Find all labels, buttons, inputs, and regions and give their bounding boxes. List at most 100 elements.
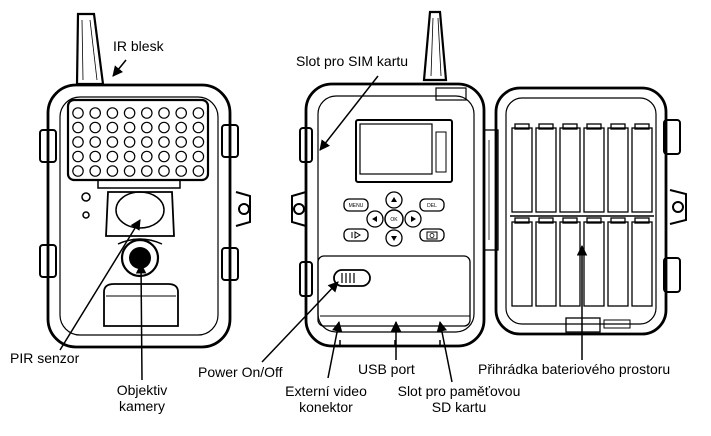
battery-contact bbox=[634, 123, 650, 130]
pir-lens bbox=[115, 191, 165, 229]
lower-panel bbox=[103, 283, 179, 327]
ir-led-icon bbox=[123, 136, 136, 148]
ir-led-icon bbox=[89, 107, 101, 119]
ir-led-icon bbox=[123, 121, 136, 134]
dpad-left bbox=[366, 210, 384, 228]
battery-slot bbox=[559, 127, 581, 213]
ir-led-icon bbox=[106, 136, 119, 148]
dpad-down bbox=[385, 229, 403, 247]
label-video-connector-line1: Externí video bbox=[285, 383, 367, 399]
menu-button-label: MENU bbox=[349, 203, 364, 209]
ir-led-icon bbox=[141, 136, 153, 148]
label-power-switch: Power On/Off bbox=[198, 364, 283, 380]
camera-body-middle bbox=[304, 82, 486, 348]
ir-led-icon bbox=[175, 165, 187, 177]
battery-contact bbox=[514, 123, 530, 130]
label-sd-slot: Slot pro paměťovou SD kartu bbox=[388, 383, 530, 415]
pir-window bbox=[105, 191, 175, 237]
ir-led-icon bbox=[89, 136, 101, 148]
battery-slot bbox=[583, 221, 605, 307]
battery-slot bbox=[511, 221, 533, 307]
ir-led-icon bbox=[192, 121, 205, 134]
label-camera-lens-line2: kamery bbox=[119, 398, 165, 414]
ok-button-label: OK bbox=[390, 217, 398, 223]
ir-led-icon bbox=[192, 107, 205, 119]
battery-contact bbox=[634, 217, 650, 224]
ir-led-icon bbox=[158, 150, 170, 163]
label-video-connector-line2: konektor bbox=[299, 399, 353, 415]
battery-contact bbox=[586, 217, 602, 224]
camera-lens bbox=[120, 238, 160, 278]
battery-contact bbox=[514, 217, 530, 224]
annotation-arrows bbox=[59, 59, 588, 383]
battery-slot bbox=[583, 127, 605, 213]
label-sd-slot-line1: Slot pro paměťovou bbox=[397, 383, 521, 399]
ir-led-icon bbox=[123, 107, 136, 119]
mount-tab-right bbox=[669, 189, 687, 225]
ir-led-icon bbox=[89, 150, 101, 163]
ir-led-icon bbox=[158, 136, 170, 148]
ir-led-icon bbox=[141, 165, 153, 177]
ir-leds bbox=[72, 107, 205, 177]
camera-button bbox=[419, 228, 445, 242]
battery-door bbox=[483, 86, 687, 336]
battery-contact bbox=[562, 123, 578, 130]
battery-contact bbox=[610, 123, 626, 130]
ir-led-icon bbox=[72, 107, 84, 119]
label-ir-flash: IR blesk bbox=[113, 38, 164, 54]
ir-led-icon bbox=[89, 121, 101, 134]
ir-led-icon bbox=[106, 107, 119, 119]
camera-body-front bbox=[46, 83, 232, 349]
del-button bbox=[419, 198, 445, 212]
label-video-connector: Externí video konektor bbox=[270, 383, 382, 415]
label-usb-port: USB port bbox=[358, 361, 415, 377]
battery-contact bbox=[538, 217, 554, 224]
ir-led-icon bbox=[141, 150, 153, 163]
antenna-middle bbox=[422, 10, 448, 82]
label-camera-lens: Objektiv kamery bbox=[102, 382, 182, 414]
play-button bbox=[343, 228, 369, 242]
battery-slot bbox=[535, 221, 557, 307]
battery-slots bbox=[511, 123, 653, 307]
lcd-screen bbox=[355, 119, 453, 183]
battery-contact bbox=[562, 217, 578, 224]
ir-led-icon bbox=[141, 121, 153, 134]
ir-led-icon bbox=[106, 150, 119, 163]
label-pir-sensor: PIR senzor bbox=[10, 350, 80, 366]
ir-led-icon bbox=[175, 150, 187, 163]
camera-open-door bbox=[291, 10, 486, 348]
ir-led-icon bbox=[158, 107, 170, 119]
battery-slot bbox=[559, 221, 581, 307]
ir-led-panel bbox=[66, 98, 210, 182]
ir-led-icon bbox=[175, 121, 187, 134]
battery-slot bbox=[511, 127, 533, 213]
dpad-up bbox=[385, 191, 403, 209]
mount-tab-middle bbox=[291, 191, 307, 227]
ir-led-icon bbox=[175, 107, 187, 119]
del-button-label: DEL bbox=[427, 203, 437, 209]
ok-button bbox=[384, 209, 404, 229]
battery-contact bbox=[610, 217, 626, 224]
battery-slot bbox=[535, 127, 557, 213]
ir-led-icon bbox=[123, 165, 136, 177]
ir-led-icon bbox=[192, 136, 205, 148]
ir-led-icon bbox=[158, 121, 170, 134]
ir-led-icon bbox=[72, 136, 84, 148]
ir-led-icon bbox=[158, 165, 170, 177]
label-sim-slot: Slot pro SIM kartu bbox=[296, 53, 409, 69]
ir-led-icon bbox=[106, 165, 119, 177]
battery-slot bbox=[631, 221, 653, 307]
battery-contact bbox=[538, 123, 554, 130]
ir-led-icon bbox=[192, 165, 205, 177]
ir-led-icon bbox=[72, 121, 84, 134]
battery-slot bbox=[607, 127, 629, 213]
ir-led-icon bbox=[89, 165, 101, 177]
menu-button bbox=[343, 198, 369, 212]
ir-led-icon bbox=[123, 150, 136, 163]
ir-led-icon bbox=[141, 107, 153, 119]
ir-led-icon bbox=[175, 136, 187, 148]
label-sd-slot-line2: SD kartu bbox=[431, 399, 487, 415]
ir-led-icon bbox=[72, 165, 84, 177]
